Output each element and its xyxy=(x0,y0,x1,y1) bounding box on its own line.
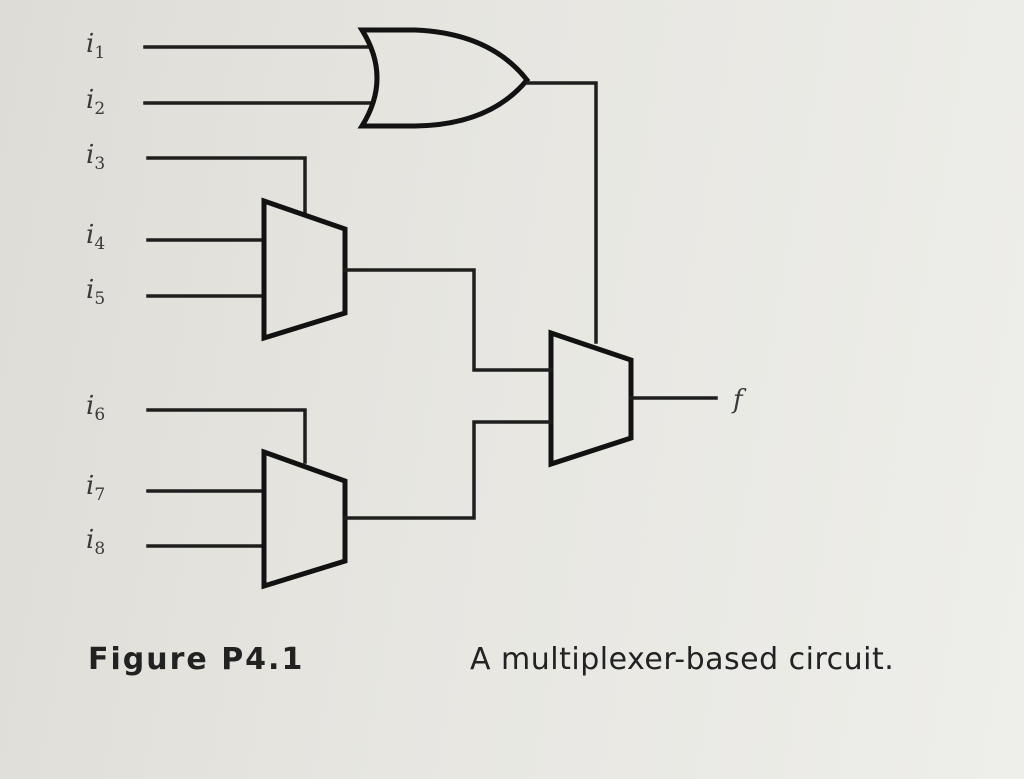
wire-mux-lower-out xyxy=(343,420,553,520)
input-label-i3: i3 xyxy=(86,140,105,174)
input-label-i4: i4 xyxy=(86,220,105,254)
wire-mux-upper-out xyxy=(343,268,553,372)
circuit-diagram: i1 i2 i3 i4 i5 i6 i7 i8 f xyxy=(86,27,747,590)
input-label-i5: i5 xyxy=(86,275,105,309)
or-gate xyxy=(357,27,531,129)
wire-or-to-select xyxy=(525,81,598,344)
input-label-i1: i1 xyxy=(86,29,105,63)
mux-upper xyxy=(261,197,348,342)
figure-caption: A multiplexer-based circuit. xyxy=(470,642,895,677)
wire-i3-select xyxy=(146,156,307,215)
figure-number: Figure P4.1 xyxy=(88,642,305,677)
input-label-i6: i6 xyxy=(86,391,105,425)
input-label-i2: i2 xyxy=(86,85,105,119)
input-label-i8: i8 xyxy=(86,525,105,559)
mux-final xyxy=(548,329,634,468)
input-label-i7: i7 xyxy=(86,471,105,505)
wire-i6-select xyxy=(146,408,307,464)
mux-lower xyxy=(261,448,348,590)
output-label-f: f xyxy=(731,385,747,415)
